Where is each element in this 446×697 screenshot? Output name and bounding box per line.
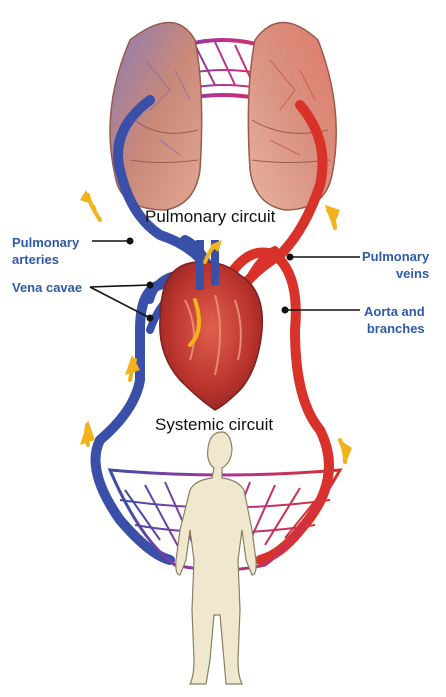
vena-cavae-label: Vena cavae [12, 279, 82, 296]
aorta-branches-label: Aorta and branches [364, 303, 425, 337]
aorta-branches-label-line1: Aorta and [364, 303, 425, 320]
systemic-circuit-label: Systemic circuit [155, 415, 273, 435]
pulmonary-arteries-label-line2: arteries [12, 251, 79, 268]
pulmonary-circuit-label: Pulmonary circuit [145, 207, 275, 227]
aorta-branches-label-line2: branches [364, 320, 425, 337]
pulmonary-veins-label-line2: veins [362, 265, 429, 282]
heart [160, 240, 262, 410]
leader-vena-cavae-upper [90, 285, 150, 287]
pulmonary-veins-label: Pulmonary veins [362, 248, 429, 282]
pulmonary-arteries-label: Pulmonary arteries [12, 234, 79, 268]
pulmonary-arteries-label-line1: Pulmonary [12, 234, 79, 251]
pulmonary-veins-label-line1: Pulmonary [362, 248, 429, 265]
human-figure [176, 432, 256, 684]
